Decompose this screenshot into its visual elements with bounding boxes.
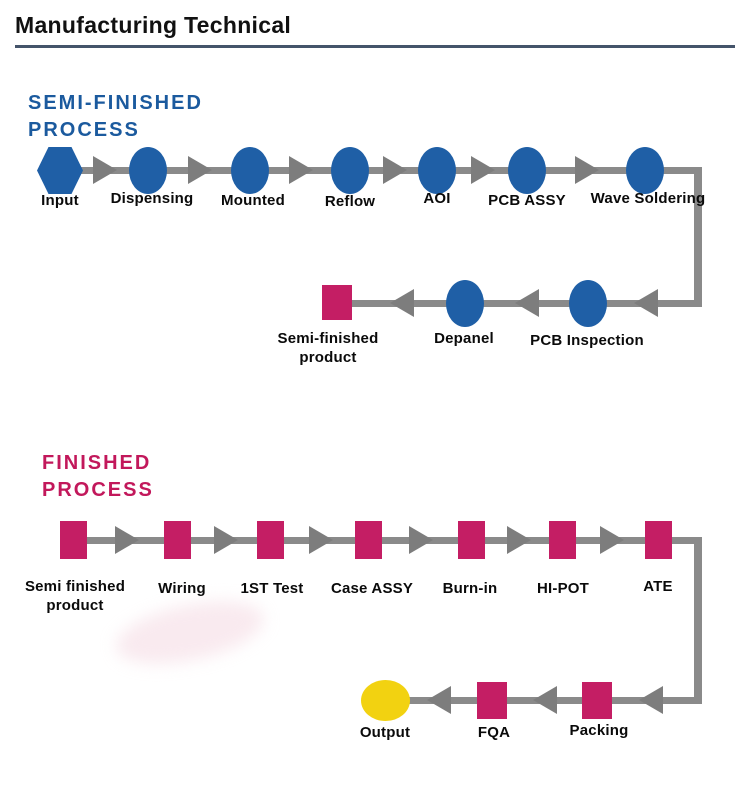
arrow-left-icon [515, 289, 539, 317]
arrow-right-icon [575, 156, 599, 184]
node-dispensing-label: Dispensing [110, 190, 194, 207]
arrow-left-icon [427, 686, 451, 714]
node-burn-in-label: Burn-in [442, 580, 498, 597]
arrow-right-icon [93, 156, 117, 184]
node-input-label: Input [41, 192, 79, 209]
arrow-right-icon [115, 526, 139, 554]
node-wiring-label: Wiring [158, 580, 206, 597]
node-case-assy-label: Case ASSY [330, 580, 414, 597]
arrow-left-icon [639, 686, 663, 714]
node-reflow-label: Reflow [324, 193, 376, 210]
node-packing-label: Packing [569, 722, 629, 739]
finished-forward-line [73, 537, 702, 544]
node-burn-in-shape [458, 521, 485, 559]
arrow-right-icon [507, 526, 531, 554]
node-semi-finished-product2-label: Semi finished product [24, 578, 126, 614]
node-semi-finished-product-shape [322, 285, 352, 320]
node-input-shape [37, 147, 83, 194]
node-packing-shape [582, 682, 612, 719]
node-aoi-shape [418, 147, 456, 194]
node-pcb-inspection-shape [569, 280, 607, 327]
node-fqa-shape [477, 682, 507, 719]
node-output-label: Output [359, 724, 411, 741]
node-semi-finished-product-label: Semi-finished product [277, 330, 379, 366]
page-title: Manufacturing Technical [15, 12, 292, 38]
node-aoi-label: AOI [423, 190, 451, 207]
node-1st-test-label: 1ST Test [240, 580, 304, 597]
arrow-right-icon [600, 526, 624, 554]
node-1st-test-shape [257, 521, 284, 559]
arrow-right-icon [289, 156, 313, 184]
arrow-right-icon [188, 156, 212, 184]
node-pcb-assy-label: PCB ASSY [488, 192, 566, 209]
semi-finished-heading: SEMI-FINISHED PROCESS [28, 92, 203, 141]
arrow-left-icon [634, 289, 658, 317]
arrow-right-icon [309, 526, 333, 554]
arrow-right-icon [409, 526, 433, 554]
node-hi-pot-shape [549, 521, 576, 559]
arrow-right-icon [383, 156, 407, 184]
node-wave-soldering-label: Wave Soldering [590, 190, 706, 207]
node-pcb-assy-shape [508, 147, 546, 194]
node-wave-soldering-shape [626, 147, 664, 194]
node-mounted-shape [231, 147, 269, 194]
node-pcb-inspection-label: PCB Inspection [530, 332, 644, 349]
node-depanel-label: Depanel [434, 330, 494, 347]
node-hi-pot-label: HI-POT [536, 580, 590, 597]
node-wiring-shape [164, 521, 191, 559]
node-case-assy-shape [355, 521, 382, 559]
node-fqa-label: FQA [477, 724, 511, 741]
arrow-right-icon [214, 526, 238, 554]
node-ate-label: ATE [643, 578, 673, 595]
node-reflow-shape [331, 147, 369, 194]
node-ate-shape [645, 521, 672, 559]
finished-heading: FINISHED PROCESS [42, 452, 154, 501]
arrow-left-icon [390, 289, 414, 317]
arrow-left-icon [533, 686, 557, 714]
title-underline [15, 45, 735, 48]
node-dispensing-shape [129, 147, 167, 194]
arrow-right-icon [471, 156, 495, 184]
node-depanel-shape [446, 280, 484, 327]
semi-down-line [694, 167, 702, 307]
node-output-shape [361, 680, 410, 721]
finished-down-line [694, 537, 702, 704]
node-mounted-label: Mounted [221, 192, 285, 209]
semi-forward-line [60, 167, 702, 174]
node-semi-finished-product2-shape [60, 521, 87, 559]
